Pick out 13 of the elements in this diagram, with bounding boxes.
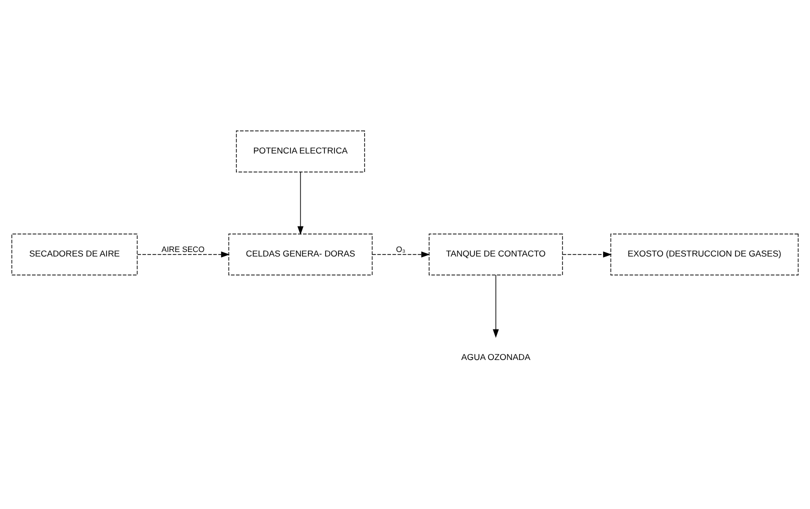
node-box: CELDAS GENERA- DORAS (228, 234, 373, 276)
node-box: EXOSTO (DESTRUCCION DE GASES) (610, 234, 799, 276)
arrow (137, 251, 230, 258)
arrow (492, 274, 499, 338)
node-box: POTENCIA ELECTRICA (236, 130, 365, 172)
arrow (297, 172, 304, 235)
arrow (372, 251, 430, 258)
edge-label: O₃ (396, 245, 406, 254)
node-box: SECADORES DE AIRE (11, 234, 138, 276)
node-text: AGUA OZONADA (461, 352, 530, 362)
arrow (562, 251, 612, 258)
edge-label: AIRE SECO (161, 245, 205, 254)
node-box: TANQUE DE CONTACTO (428, 234, 563, 276)
